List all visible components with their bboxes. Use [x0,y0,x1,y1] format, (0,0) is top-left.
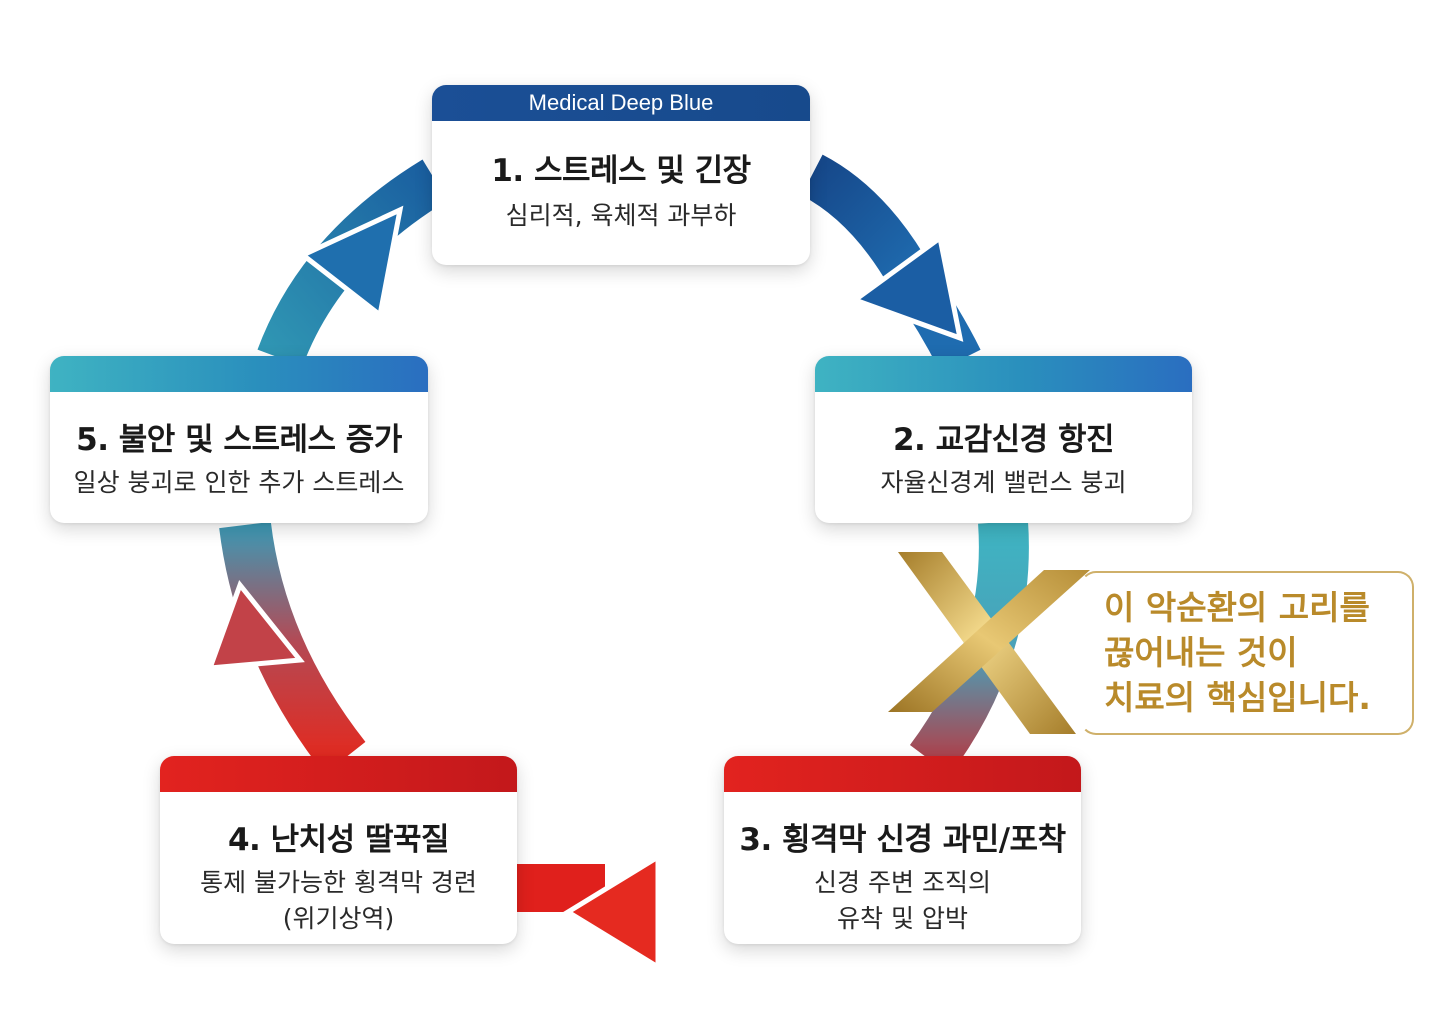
arrow-1-to-2 [800,154,933,292]
gold-x-icon [888,552,1090,734]
step-card-2: 2. 교감신경 항진 자율신경계 밸런스 붕괴 [815,356,1192,523]
callout-line: 이 악순환의 고리를 [1104,588,1370,627]
step-subtitle-line: (위기상역) [282,904,395,933]
card-header-band [724,756,1081,792]
callout-line: 끊어내는 것이 [1104,633,1298,672]
step-title: 1. 스트레스 및 긴장 [491,153,751,189]
arrow-1-to-2-head [849,233,964,342]
card-header-band [50,356,428,392]
step-card-5: 5. 불안 및 스트레스 증가 일상 붕괴로 인한 추가 스트레스 [50,356,428,523]
step-subtitle: 자율신경계 밸런스 붕괴 [880,468,1127,497]
step-card-1: Medical Deep Blue 1. 스트레스 및 긴장 심리적, 육체적 … [432,85,810,265]
step-title: 3. 횡격막 신경 과민/포착 [739,822,1066,858]
step-subtitle-line: 통제 불가능한 횡격막 경련 [200,868,477,897]
step-title: 2. 교감신경 항진 [892,422,1115,458]
callout-text: 이 악순환의 고리를 끊어내는 것이 치료의 핵심입니다. [1104,585,1371,720]
arrow-4-to-5-head [206,579,305,671]
step-subtitle: 통제 불가능한 횡격막 경련 (위기상역) [160,865,517,937]
callout-box [1080,571,1414,735]
card-header-band [815,356,1192,392]
step-card-3: 3. 횡격막 신경 과민/포착 신경 주변 조직의 유착 및 압박 [724,756,1081,944]
card-header-band [160,756,517,792]
callout-line: 치료의 핵심입니다. [1104,678,1371,717]
step-subtitle: 심리적, 육체적 과부하 [505,201,737,230]
card-band-label: Medical Deep Blue [528,90,714,115]
step-title: 5. 불안 및 스트레스 증가 [76,422,402,458]
arrow-5-to-1-head [298,205,404,320]
card-header-band: Medical Deep Blue [432,85,810,121]
step-subtitle: 신경 주변 조직의 유착 및 압박 [724,865,1081,937]
step-card-4: 4. 난치성 딸꾹질 통제 불가능한 횡격막 경련 (위기상역) [160,756,517,944]
arrow-3-to-4-head [563,852,661,972]
step-title: 4. 난치성 딸꾹질 [227,822,450,858]
step-subtitle-line: 신경 주변 조직의 [814,868,991,897]
step-subtitle: 일상 붕괴로 인한 추가 스트레스 [73,468,405,497]
step-subtitle-line: 유착 및 압박 [837,904,968,933]
